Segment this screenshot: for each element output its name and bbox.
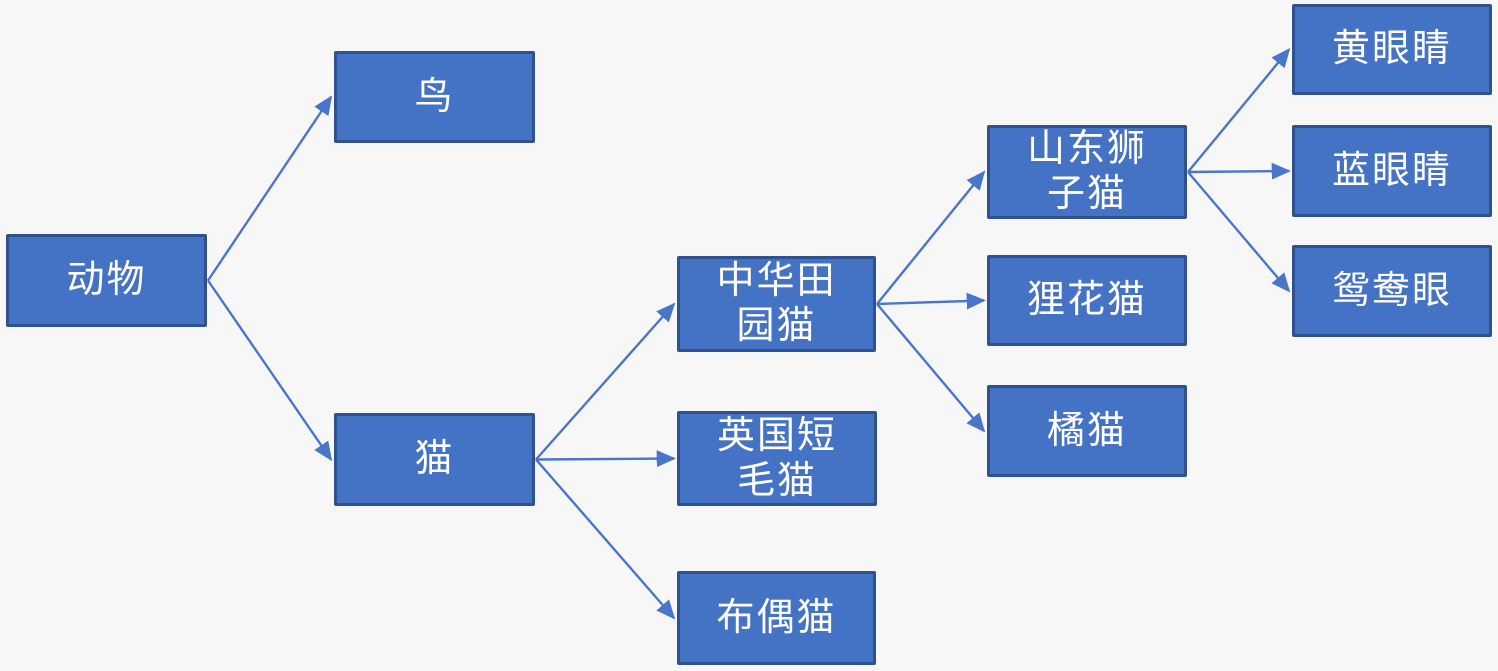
node-lihua-cat[interactable]: 狸花猫 <box>987 255 1187 346</box>
node-yellow-eyes-label: 黄眼睛 <box>1331 28 1452 71</box>
edge-cat-to-ragdoll-cat <box>535 458 676 620</box>
node-animal[interactable]: 动物 <box>6 234 207 327</box>
node-odd-eyes[interactable]: 鸳鸯眼 <box>1292 245 1492 337</box>
node-blue-eyes[interactable]: 蓝眼睛 <box>1292 125 1492 217</box>
node-bird[interactable]: 鸟 <box>334 51 535 143</box>
node-ragdoll-cat[interactable]: 布偶猫 <box>677 571 876 665</box>
edge-cat-to-chinese-pastoral-cat <box>535 302 676 461</box>
node-lihua-cat-label: 狸花猫 <box>1026 279 1147 322</box>
node-orange-cat-label: 橘猫 <box>1046 409 1127 452</box>
node-cat[interactable]: 猫 <box>334 413 535 506</box>
edge-animal-to-cat <box>207 279 333 462</box>
node-cat-label: 猫 <box>414 438 455 481</box>
node-ragdoll-cat-label: 布偶猫 <box>716 596 837 639</box>
edge-cat-to-british-shorthair <box>535 450 676 468</box>
edge-chinese-pastoral-cat-to-orange-cat <box>876 303 986 433</box>
node-british-shorthair[interactable]: 英国短 毛猫 <box>677 411 877 506</box>
node-odd-eyes-label: 鸳鸯眼 <box>1331 269 1452 312</box>
edge-shandong-lion-cat-to-blue-eyes <box>1187 162 1291 180</box>
node-yellow-eyes[interactable]: 黄眼睛 <box>1292 4 1492 95</box>
node-animal-label: 动物 <box>66 259 147 302</box>
node-chinese-pastoral-cat-label: 中华田 园猫 <box>716 260 837 347</box>
edge-shandong-lion-cat-to-yellow-eyes <box>1187 48 1291 173</box>
edge-chinese-pastoral-cat-to-lihua-cat <box>876 292 986 310</box>
node-british-shorthair-label: 英国短 毛猫 <box>716 414 837 502</box>
edge-chinese-pastoral-cat-to-shandong-lion-cat <box>876 170 986 305</box>
node-blue-eyes-label: 蓝眼睛 <box>1331 149 1452 192</box>
edge-animal-to-bird <box>207 95 333 282</box>
node-shandong-lion-cat-label: 山东狮 子猫 <box>1026 128 1147 215</box>
node-chinese-pastoral-cat[interactable]: 中华田 园猫 <box>677 256 876 352</box>
node-bird-label: 鸟 <box>414 75 455 118</box>
node-orange-cat[interactable]: 橘猫 <box>987 385 1187 477</box>
node-shandong-lion-cat[interactable]: 山东狮 子猫 <box>987 125 1187 219</box>
edge-shandong-lion-cat-to-odd-eyes <box>1187 171 1291 293</box>
